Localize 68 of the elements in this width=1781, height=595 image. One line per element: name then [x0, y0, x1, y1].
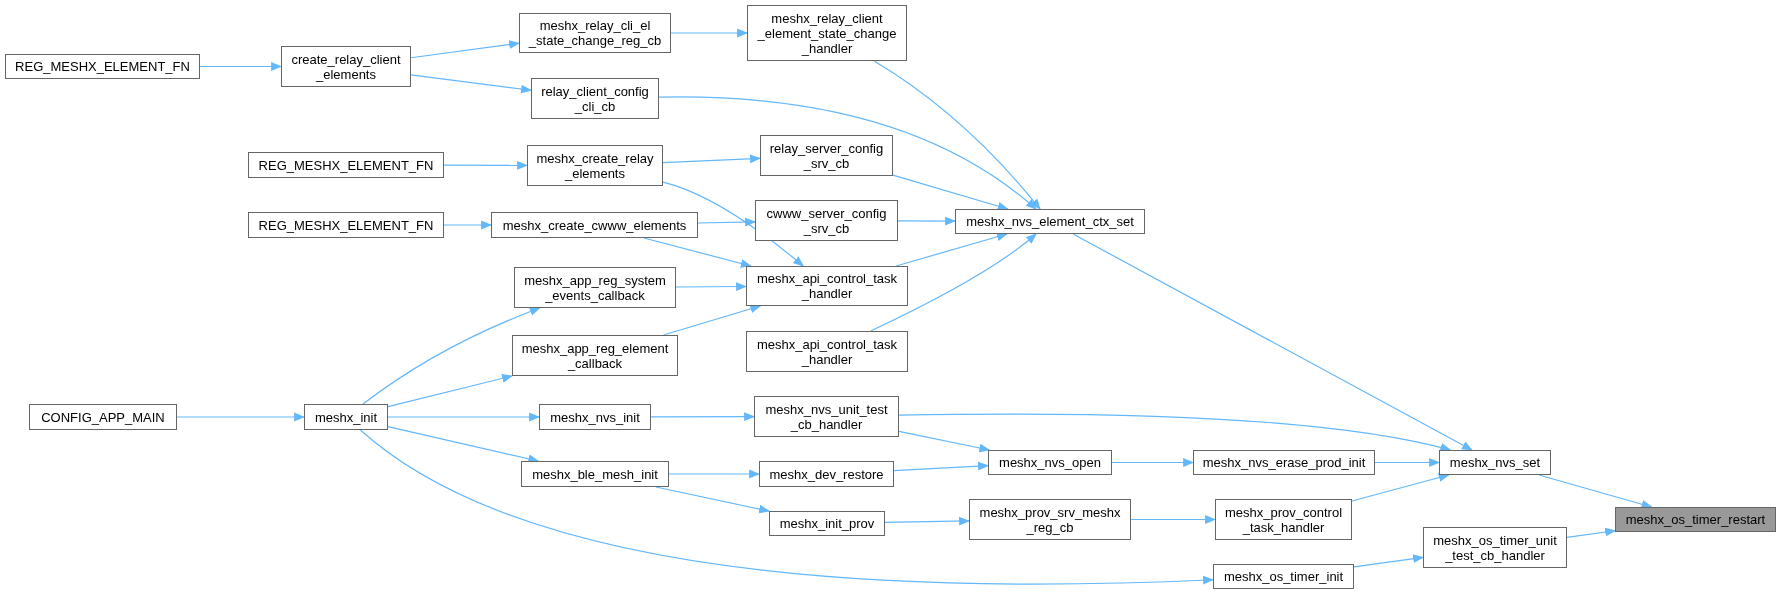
- arrow: [675, 282, 748, 291]
- arrow: [873, 60, 1041, 210]
- arrow: [1111, 458, 1195, 467]
- function-box: meshx_prov_control _task_handler: [1215, 499, 1352, 540]
- arrow: [1566, 527, 1617, 539]
- function-box: meshx_nvs_element_ctx_set: [955, 209, 1145, 234]
- arrow: [1130, 515, 1217, 524]
- function-box: meshx_nvs_init: [539, 404, 651, 430]
- function-box: meshx_nvs_open: [988, 450, 1112, 475]
- arrow: [387, 374, 514, 408]
- arrow: [1072, 233, 1473, 451]
- function-box: meshx_os_timer_restart: [1615, 507, 1776, 532]
- arrow: [884, 516, 971, 526]
- arrow: [895, 232, 1008, 267]
- arrow: [893, 461, 990, 472]
- arrow: [362, 307, 541, 405]
- arrow: [650, 412, 756, 422]
- function-box: meshx_os_timer_unit _test_cb_handler: [1423, 527, 1567, 568]
- function-box: CONFIG_APP_MAIN: [29, 404, 177, 430]
- arrow: [655, 486, 771, 514]
- arrow: [697, 217, 757, 227]
- arrow: [643, 237, 752, 268]
- arrow: [892, 174, 1009, 211]
- function-box: meshx_relay_cli_el _state_change_reg_cb: [519, 13, 671, 53]
- arrow: [176, 412, 306, 422]
- arrow: [898, 430, 991, 453]
- arrow: [1351, 473, 1450, 502]
- function-box: meshx_os_timer_init: [1213, 564, 1354, 589]
- function-box: relay_server_config _srv_cb: [760, 135, 893, 176]
- arrow: [410, 40, 521, 59]
- function-box: meshx_app_reg_system _events_callback: [514, 267, 676, 308]
- function-box: meshx_relay_client _element_state_change _handler: [747, 5, 907, 61]
- arrow: [387, 412, 541, 422]
- function-box: meshx_ble_mesh_init: [521, 461, 669, 487]
- arrow: [658, 96, 1037, 210]
- arrow: [1353, 554, 1425, 568]
- function-box: REG_MESHX_ELEMENT_FN: [248, 212, 444, 238]
- arrow: [1374, 458, 1441, 467]
- arrow: [443, 160, 529, 170]
- arrow: [898, 413, 1452, 452]
- arrow: [670, 28, 749, 38]
- arrow: [662, 181, 805, 267]
- function-box: cwww_server_config _srv_cb: [755, 200, 898, 241]
- function-box: REG_MESHX_ELEMENT_FN: [5, 54, 200, 79]
- function-box: meshx_create_cwww_elements: [491, 212, 698, 238]
- function-box: meshx_nvs_unit_test _cb_handler: [754, 396, 899, 437]
- function-box: relay_client_config _cli_cb: [531, 78, 659, 119]
- function-box: meshx_app_reg_element _callback: [512, 335, 678, 376]
- function-box: meshx_init: [304, 404, 388, 430]
- function-box: REG_MESHX_ELEMENT_FN: [248, 152, 444, 178]
- arrow: [443, 220, 493, 230]
- function-box: meshx_init_prov: [769, 511, 885, 536]
- function-box: meshx_api_control_task _handler: [746, 266, 908, 306]
- arrow: [668, 469, 761, 479]
- function-box: meshx_nvs_set: [1439, 450, 1551, 475]
- arrow: [897, 216, 957, 226]
- arrow: [199, 62, 283, 71]
- function-box: meshx_dev_restore: [759, 461, 894, 487]
- function-box: meshx_api_control_task _handler: [746, 331, 908, 372]
- arrow: [1538, 474, 1653, 509]
- function-box: meshx_prov_srv_meshx _reg_cb: [969, 499, 1131, 540]
- arrow: [359, 429, 1215, 585]
- arrow: [410, 74, 533, 94]
- arrow: [662, 154, 762, 164]
- arrow: [662, 304, 762, 336]
- function-box: meshx_create_relay _elements: [527, 145, 663, 186]
- function-box: create_relay_client _elements: [281, 46, 411, 87]
- function-box: meshx_nvs_erase_prod_init: [1193, 450, 1375, 475]
